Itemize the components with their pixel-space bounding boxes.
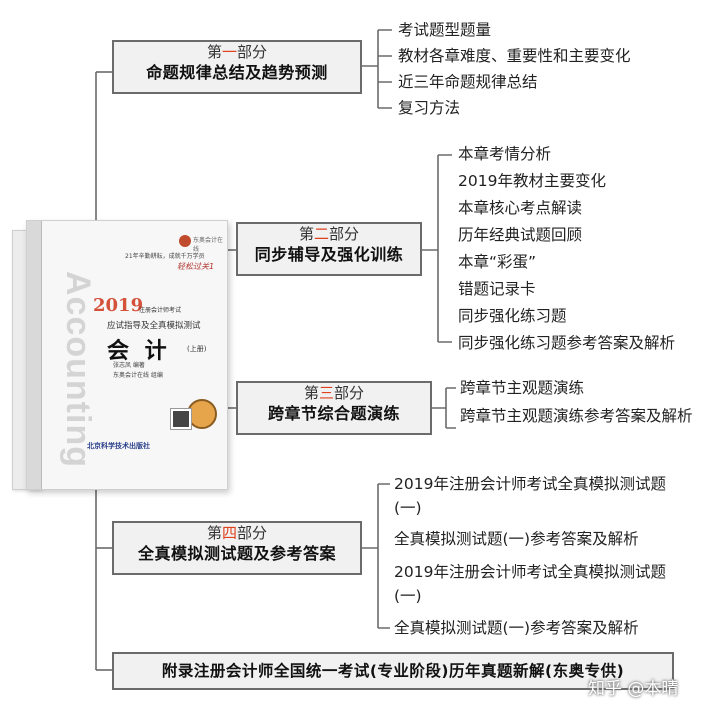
section-1-item: 复习方法 <box>398 99 461 117</box>
watermark: 知乎 @本晴 <box>588 679 679 699</box>
section-4-item: 2019年注册会计师考试全真模拟测试题(一) <box>394 475 666 517</box>
section-2-item: 历年经典试题回顾 <box>458 226 583 244</box>
section-1-title: 命题规律总结及趋势预测 <box>146 63 328 82</box>
appendix-box: 附录注册会计师全国统一考试(专业阶段)历年真题新解(东奥专供) <box>112 652 674 690</box>
book-signature: 轻松过关1 <box>177 262 215 271</box>
section-2-item: 本章考情分析 <box>458 145 552 163</box>
section-4-box: 第四部分 全真模拟测试题及参考答案 <box>112 521 362 575</box>
s3-bracket <box>432 387 456 429</box>
book-exam-name: 注册会计师考试 <box>139 307 182 314</box>
section-2-item: 错题记录卡 <box>458 280 536 298</box>
book-volume: (上册) <box>187 345 207 353</box>
book-author-line2: 东奥会计在线 组编 <box>113 372 163 379</box>
section-2-label: 第二部分 <box>298 225 360 243</box>
section-2-item: 本章核心考点解读 <box>458 199 583 217</box>
section-4-item: 2019年注册会计师考试全真模拟测试题(一) <box>394 563 666 605</box>
book-title: 会 计 <box>107 338 171 364</box>
section-2-item: 同步强化练习题 <box>458 307 567 325</box>
book-spine <box>27 221 42 489</box>
mascot-icon <box>187 399 217 429</box>
section-2-box: 第二部分 同步辅导及强化训练 <box>236 222 422 276</box>
s2-bracket <box>422 154 452 343</box>
section-4-title: 全真模拟测试题及参考答案 <box>137 544 336 563</box>
book-author: 张志凤 编著 东奥会计在线 组编 <box>113 361 163 381</box>
section-2-title: 同步辅导及强化训练 <box>254 245 404 264</box>
book-cover: 东奥会计在线 21年辛勤耕耘，成就千万学员 轻松过关1 Accounting 2… <box>26 220 228 490</box>
book-logo-text: 东奥会计在线 <box>193 237 224 253</box>
section-3-item: 跨章节主观题演练参考答案及解析 <box>460 407 693 425</box>
book-series-title: 应试指导及全真模拟测试 <box>107 321 201 331</box>
book-slogan: 21年辛勤耕耘，成就千万学员 <box>125 253 205 260</box>
section-2-item: 同步强化练习题参考答案及解析 <box>458 334 676 352</box>
s4-bracket <box>362 483 390 629</box>
section-4-label: 第四部分 <box>206 524 268 542</box>
section-3-box: 第三部分 跨章节综合题演练 <box>236 381 432 435</box>
s1-bracket <box>362 29 392 109</box>
book-publisher: 北京科学技术出版社 <box>87 442 150 450</box>
section-2-item: 本章“彩蛋” <box>458 253 537 271</box>
section-1-label: 第一部分 <box>206 43 268 61</box>
section-4-item: 全真模拟测试题(一)参考答案及解析 <box>394 619 639 637</box>
section-1-box: 第一部分 命题规律总结及趋势预测 <box>112 40 362 94</box>
section-3-item: 跨章节主观题演练 <box>460 379 585 397</box>
book-author-line1: 张志凤 编著 <box>113 362 145 369</box>
qr-code-icon <box>170 408 192 430</box>
publisher-logo-icon <box>179 235 191 247</box>
section-3-label: 第三部分 <box>303 384 365 402</box>
section-3-title: 跨章节综合题演练 <box>267 404 400 423</box>
appendix-title: 附录注册会计师全国统一考试(专业阶段)历年真题新解(东奥专供) <box>161 662 625 680</box>
section-1-item: 近三年命题规律总结 <box>398 73 538 91</box>
section-1-item: 教材各章难度、重要性和主要变化 <box>398 47 631 65</box>
section-2-item: 2019年教材主要变化 <box>458 172 606 190</box>
book-spine-word: Accounting <box>59 271 97 468</box>
book-year: 2019 <box>93 295 144 316</box>
section-4-item: 全真模拟测试题(一)参考答案及解析 <box>394 530 639 548</box>
section-1-item: 考试题型题量 <box>398 21 492 39</box>
